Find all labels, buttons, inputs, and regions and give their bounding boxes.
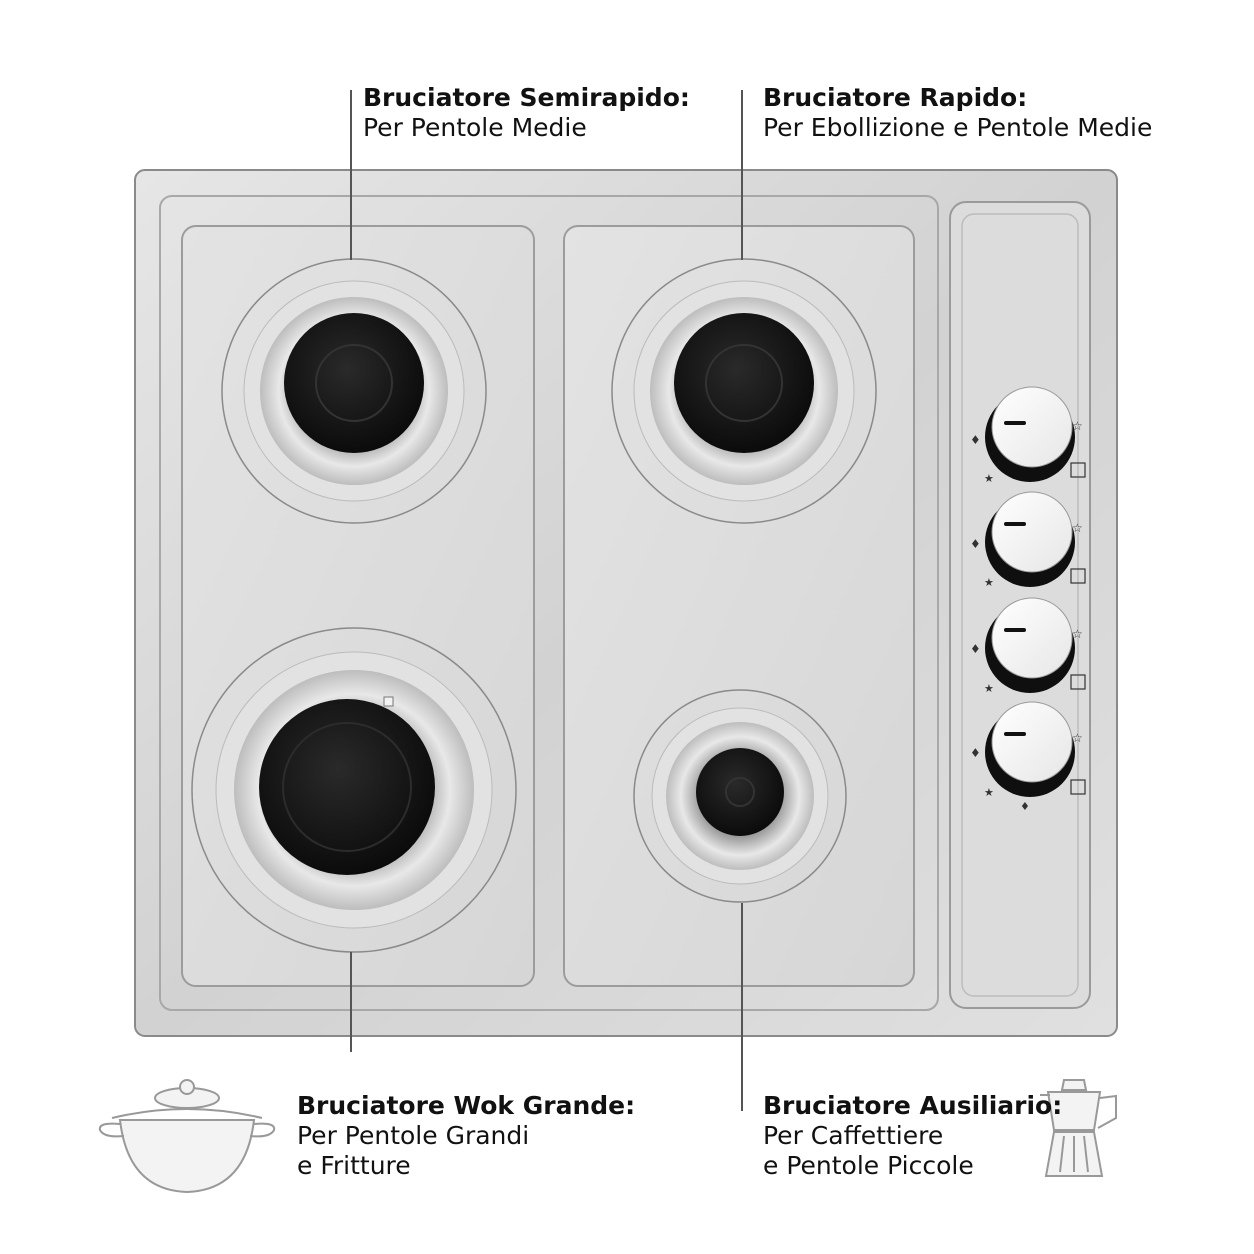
callout-line: e Fritture bbox=[297, 1151, 411, 1180]
burner-ausiliario bbox=[633, 689, 847, 903]
hob-inner-edge bbox=[159, 195, 939, 1011]
leader-ausiliario bbox=[741, 903, 743, 1111]
wok-pan-icon bbox=[98, 1079, 276, 1194]
control-strip-inner bbox=[961, 213, 1079, 997]
svg-text:♦: ♦ bbox=[1020, 800, 1030, 813]
svg-text:♦: ♦ bbox=[970, 642, 981, 656]
burner-semirapido bbox=[221, 258, 487, 524]
svg-text:☆: ☆ bbox=[1072, 521, 1083, 535]
callout-line: Per Caffettiere bbox=[763, 1121, 944, 1150]
callout-line: e Pentole Piccole bbox=[763, 1151, 974, 1180]
svg-text:★: ★ bbox=[984, 576, 994, 589]
svg-text:☆: ☆ bbox=[1072, 731, 1083, 745]
svg-text:★: ★ bbox=[984, 682, 994, 695]
leader-wok bbox=[350, 952, 352, 1052]
knob-2: ♦ ☆ ★ bbox=[970, 491, 1086, 589]
callout-title: Bruciatore Wok Grande: bbox=[297, 1091, 636, 1120]
svg-text:☆: ☆ bbox=[1072, 419, 1083, 433]
svg-text:★: ★ bbox=[984, 786, 994, 799]
leader-semirapido bbox=[350, 90, 352, 260]
callout-ausiliario: Bruciatore Ausiliario: Per Caffettiere e… bbox=[763, 1091, 1062, 1181]
leader-rapido bbox=[741, 90, 743, 260]
svg-text:☆: ☆ bbox=[1072, 627, 1083, 641]
moka-pot-icon bbox=[1040, 1079, 1117, 1177]
callout-line: Per Pentole Medie bbox=[363, 113, 587, 142]
svg-text:★: ★ bbox=[984, 472, 994, 485]
callout-line: Per Pentole Grandi bbox=[297, 1121, 530, 1150]
callout-rapido: Bruciatore Rapido: Per Ebollizione e Pen… bbox=[763, 83, 1152, 143]
burner-rapido bbox=[611, 258, 877, 524]
callout-title: Bruciatore Semirapido: bbox=[363, 83, 690, 112]
burner-wok bbox=[191, 627, 517, 953]
svg-text:♦: ♦ bbox=[970, 537, 981, 551]
knob-4: ♦ ☆ ★ ♦ bbox=[970, 701, 1086, 813]
knob-1: ♦ ☆ ★ bbox=[970, 386, 1086, 485]
svg-text:♦: ♦ bbox=[970, 433, 981, 447]
svg-text:♦: ♦ bbox=[970, 746, 981, 760]
callout-semirapido: Bruciatore Semirapido: Per Pentole Medie bbox=[363, 83, 690, 143]
callout-line: Per Ebollizione e Pentole Medie bbox=[763, 113, 1153, 142]
callout-wok: Bruciatore Wok Grande: Per Pentole Grand… bbox=[297, 1091, 635, 1181]
callout-title: Bruciatore Rapido: bbox=[763, 83, 1028, 112]
knob-3: ♦ ☆ ★ bbox=[970, 597, 1086, 695]
callout-title: Bruciatore Ausiliario: bbox=[763, 1091, 1063, 1120]
control-knobs: ♦ ☆ ★ ♦ ☆ ★ ♦ ☆ ★ ♦ ☆ bbox=[970, 386, 1086, 813]
